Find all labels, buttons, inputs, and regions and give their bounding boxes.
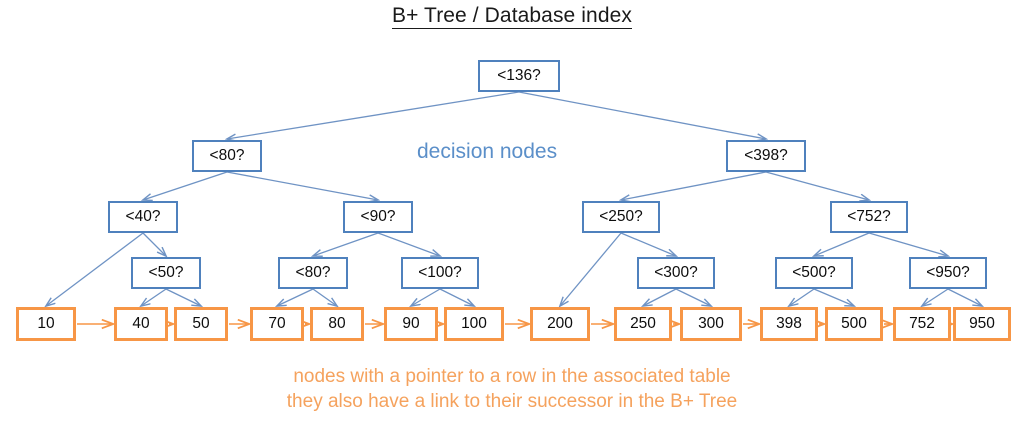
leaf-node-label: 500: [841, 315, 867, 332]
decision-node-label: <250?: [599, 208, 643, 225]
leaf-node-label: 200: [547, 315, 573, 332]
tree-edge: [227, 91, 520, 139]
decision-node-label: <40?: [125, 208, 161, 225]
leaf-node-70[interactable]: 70: [250, 307, 304, 341]
leaf-node-752[interactable]: 752: [893, 307, 951, 341]
leaf-node-label: 950: [969, 315, 995, 332]
leaf-node-label: 300: [698, 315, 724, 332]
decision-node-label: <752?: [847, 208, 891, 225]
leaf-node-label: 90: [402, 315, 420, 332]
leaf-node-80[interactable]: 80: [310, 307, 364, 341]
decision-node-752[interactable]: <752?: [830, 201, 908, 233]
tree-edge: [868, 232, 948, 256]
decision-node-500[interactable]: <500?: [775, 257, 853, 289]
leaf-node-label: 250: [630, 315, 656, 332]
tree-edge: [813, 288, 854, 306]
tree-edge: [439, 288, 474, 306]
leaf-node-300[interactable]: 300: [680, 307, 742, 341]
leaf-node-label: 752: [909, 315, 935, 332]
decision-node-label: <100?: [418, 264, 462, 281]
leaf-node-90[interactable]: 90: [384, 307, 438, 341]
decision-node-label: <136?: [497, 67, 541, 84]
leaf-node-100[interactable]: 100: [444, 307, 504, 341]
leaf-node-398[interactable]: 398: [760, 307, 818, 341]
tree-edge: [142, 232, 166, 256]
leaf-node-250[interactable]: 250: [614, 307, 672, 341]
decision-node-40[interactable]: <40?: [108, 201, 178, 233]
leaf-node-40[interactable]: 40: [114, 307, 168, 341]
page-title: B+ Tree / Database index: [0, 4, 1024, 29]
leaf-node-500[interactable]: 500: [825, 307, 883, 341]
leaf-caption: nodes with a pointer to a row in the ass…: [0, 364, 1024, 414]
leaf-node-label: 40: [132, 315, 150, 332]
tree-edge: [643, 288, 677, 306]
tree-edge: [620, 232, 676, 256]
decision-node-136[interactable]: <136?: [478, 60, 560, 92]
tree-edge: [789, 288, 815, 306]
leaf-node-label: 50: [192, 315, 210, 332]
tree-edge: [46, 232, 144, 306]
leaf-node-950[interactable]: 950: [953, 307, 1011, 341]
decision-node-100[interactable]: <100?: [401, 257, 479, 289]
decision-nodes-label: decision nodes: [417, 140, 558, 163]
tree-edge: [560, 232, 622, 306]
tree-edge: [226, 171, 378, 200]
decision-node-398[interactable]: <398?: [726, 140, 806, 172]
tree-edge: [411, 288, 441, 306]
decision-node-300[interactable]: <300?: [637, 257, 715, 289]
tree-edge: [621, 171, 767, 200]
decision-node-250[interactable]: <250?: [582, 201, 660, 233]
decision-node-80[interactable]: <80?: [278, 257, 348, 289]
decision-node-90[interactable]: <90?: [343, 201, 413, 233]
decision-node-label: <300?: [654, 264, 698, 281]
decision-node-label: <398?: [744, 147, 788, 164]
leaf-node-10[interactable]: 10: [16, 307, 76, 341]
decision-node-label: <950?: [926, 264, 970, 281]
leaf-caption-line-1: nodes with a pointer to a row in the ass…: [293, 366, 731, 387]
tree-edge: [675, 288, 711, 306]
tree-edge: [277, 288, 314, 306]
tree-edge: [922, 288, 949, 306]
leaf-node-label: 80: [328, 315, 346, 332]
decision-node-50[interactable]: <50?: [131, 257, 201, 289]
page-title-text: B+ Tree / Database index: [392, 4, 632, 29]
leaf-node-label: 70: [268, 315, 286, 332]
decision-node-950[interactable]: <950?: [909, 257, 987, 289]
tree-edge: [947, 288, 982, 306]
tree-edge: [312, 288, 337, 306]
decision-node-label: <80?: [295, 264, 331, 281]
tree-edge: [518, 91, 766, 139]
leaf-node-label: 100: [461, 315, 487, 332]
tree-edge: [814, 232, 870, 256]
tree-edge: [377, 232, 440, 256]
decision-node-label: <500?: [792, 264, 836, 281]
decision-node-label: <80?: [209, 147, 245, 164]
decision-node-80[interactable]: <80?: [192, 140, 262, 172]
leaf-node-200[interactable]: 200: [530, 307, 590, 341]
decision-node-label: <50?: [148, 264, 184, 281]
tree-edge: [165, 288, 201, 306]
leaf-node-label: 398: [776, 315, 802, 332]
leaf-caption-line-2: they also have a link to their successor…: [286, 391, 738, 412]
tree-edge: [765, 171, 869, 200]
leaf-node-50[interactable]: 50: [174, 307, 228, 341]
leaf-node-label: 10: [37, 315, 55, 332]
tree-edge: [143, 171, 228, 200]
tree-edge: [313, 232, 379, 256]
decision-node-label: <90?: [360, 208, 396, 225]
tree-edge: [141, 288, 167, 306]
